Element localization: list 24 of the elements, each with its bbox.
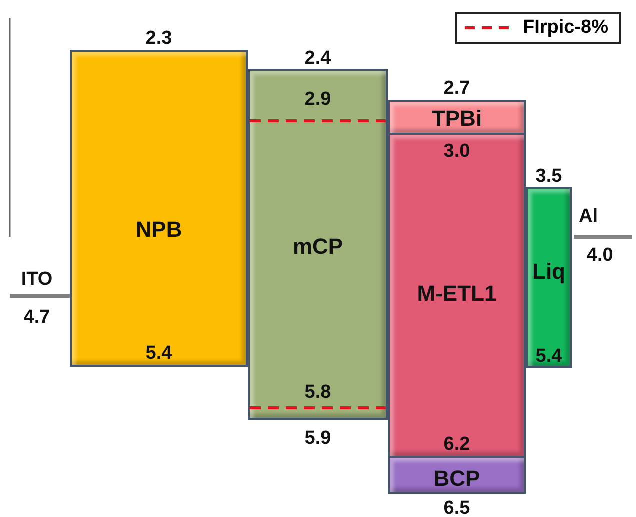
energy-value: 4.0 <box>586 245 614 267</box>
energy-value: 2.4 <box>304 48 332 70</box>
energy-value: 3.5 <box>536 166 562 188</box>
layer-name: TPBi <box>432 106 482 132</box>
energy-value: 6.5 <box>444 498 470 517</box>
energy-value: 4.7 <box>24 307 50 329</box>
energy-value: Al <box>579 206 598 228</box>
layer-name: Liq <box>532 259 566 285</box>
layer-name: NPB <box>136 217 182 243</box>
energy-value: 6.2 <box>444 434 470 456</box>
energy-level-band <box>388 133 526 458</box>
energy-value: 2.3 <box>146 28 172 50</box>
energy-value: 2.7 <box>444 78 470 100</box>
energy-value: 5.8 <box>304 382 332 404</box>
layer-name: M-ETL1 <box>417 281 497 307</box>
layer-name: mCP <box>292 234 344 260</box>
layer-name: BCP <box>434 466 480 492</box>
energy-value: 5.4 <box>146 343 172 365</box>
energy-value: 5.9 <box>304 428 332 450</box>
legend-label: FIrpic-8% <box>523 17 609 39</box>
energy-value: ITO <box>21 269 53 291</box>
energy-value: 3.0 <box>444 141 470 163</box>
energy-value: 5.4 <box>536 346 562 368</box>
energy-value: 2.9 <box>304 89 332 111</box>
